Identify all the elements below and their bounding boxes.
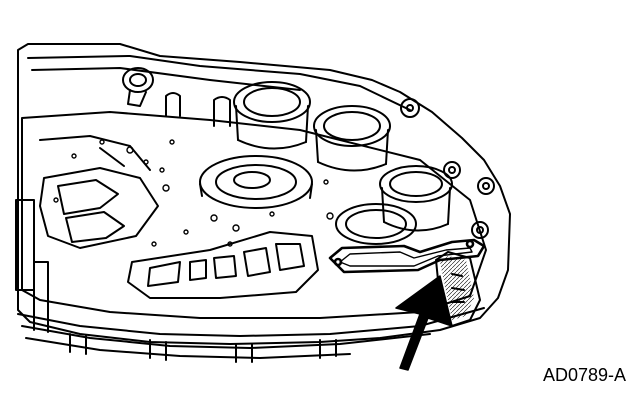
plate-holes	[53, 139, 334, 247]
pump-boss	[199, 155, 313, 209]
fill-tube-ring	[122, 67, 154, 93]
channel-plate	[127, 231, 319, 299]
gasket-plate	[328, 238, 486, 274]
valve-body-plate	[21, 111, 487, 319]
accumulator-bore-4	[335, 203, 417, 245]
accumulator-bore-2	[313, 105, 391, 172]
indicator-arrow	[395, 275, 453, 371]
figure-id-label: AD0789-A	[542, 365, 626, 385]
case-outline	[17, 43, 511, 345]
bottom-bosses	[69, 333, 337, 363]
left-pad	[39, 167, 159, 249]
accumulator-bore-1	[233, 81, 311, 150]
